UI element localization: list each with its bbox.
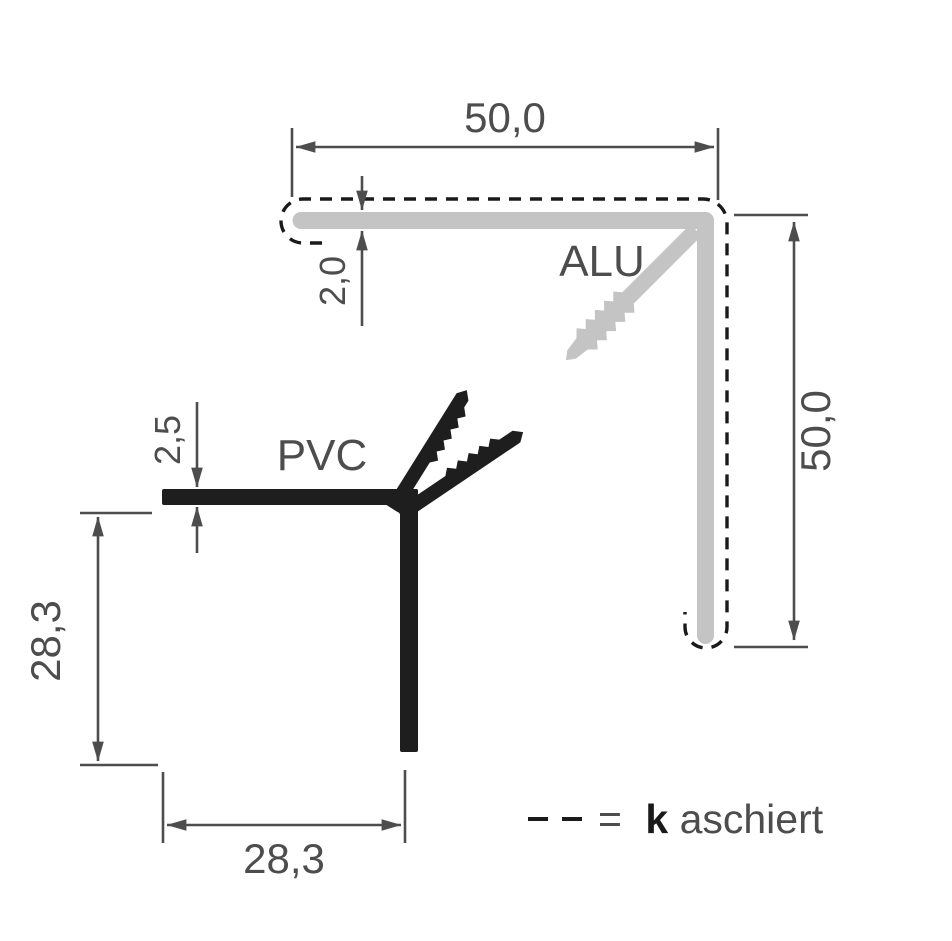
pvc-web-vertical: [400, 489, 418, 752]
legend: = k aschiert: [528, 796, 824, 842]
dimension-label: 2,0: [312, 256, 353, 306]
dimension-left-height: 28,3: [22, 511, 158, 767]
pvc-flange-horizontal: [162, 489, 418, 505]
alu-barb-spur: [565, 224, 702, 361]
dimension-alu-thickness: 2,0: [312, 176, 368, 326]
pvc-prong-lower: [396, 430, 524, 521]
alu-label: ALU: [559, 237, 645, 286]
legend-bold-letter: k: [645, 796, 668, 842]
dimension-top-width: 50,0: [290, 94, 720, 200]
pvc-prong-upper: [386, 390, 469, 513]
dimension-label: 50,0: [792, 390, 839, 472]
dimension-bottom-width: 28,3: [161, 770, 407, 882]
dimension-label: 2,5: [147, 415, 188, 465]
dimension-label: 50,0: [464, 94, 546, 141]
legend-suffix: aschiert: [680, 796, 824, 842]
pvc-label: PVC: [277, 431, 367, 480]
dimension-label: 28,3: [22, 600, 69, 682]
dimension-right-height: 50,0: [734, 213, 839, 649]
legend-equals: =: [598, 796, 622, 842]
legend-text: = k aschiert: [598, 796, 824, 842]
pvc-profile: PVC: [162, 390, 524, 752]
alu-profile: ALU: [279, 197, 729, 650]
dimension-pvc-thickness: 2,5: [147, 402, 203, 553]
alu-laminated-outline: [279, 197, 729, 650]
dimension-label: 28,3: [243, 835, 325, 882]
